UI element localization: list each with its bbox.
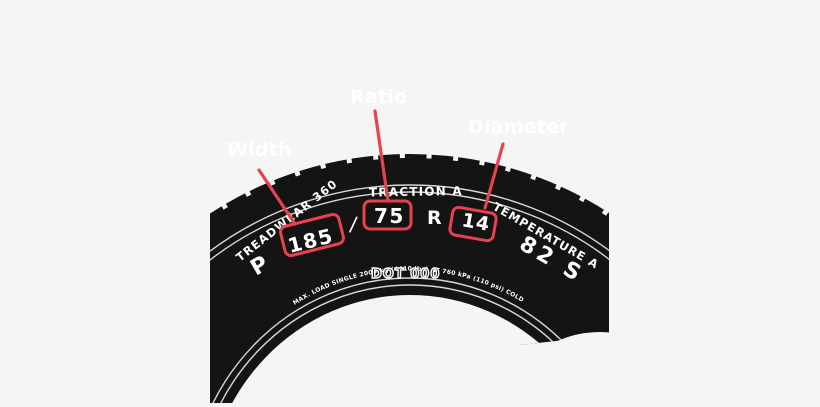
width-callout-line	[257, 168, 297, 226]
diameter-highlight-box	[448, 205, 498, 243]
width-callout-label: Width	[227, 139, 292, 161]
diameter-callout-line	[483, 142, 505, 210]
separator: /	[348, 212, 358, 237]
ratio-callout-line	[373, 109, 390, 203]
ratio-callout-label: Ratio	[350, 86, 408, 108]
diameter-callout-label: Diameter	[468, 116, 569, 138]
width-highlight-box	[279, 212, 345, 258]
callout-lines	[257, 109, 505, 226]
construction-type: R	[427, 207, 442, 229]
tread-notches	[218, 149, 609, 216]
dot-code: DOT 000	[371, 267, 440, 282]
traction-text: TRACTION A	[369, 184, 463, 200]
ratio-value: 75	[374, 204, 405, 228]
